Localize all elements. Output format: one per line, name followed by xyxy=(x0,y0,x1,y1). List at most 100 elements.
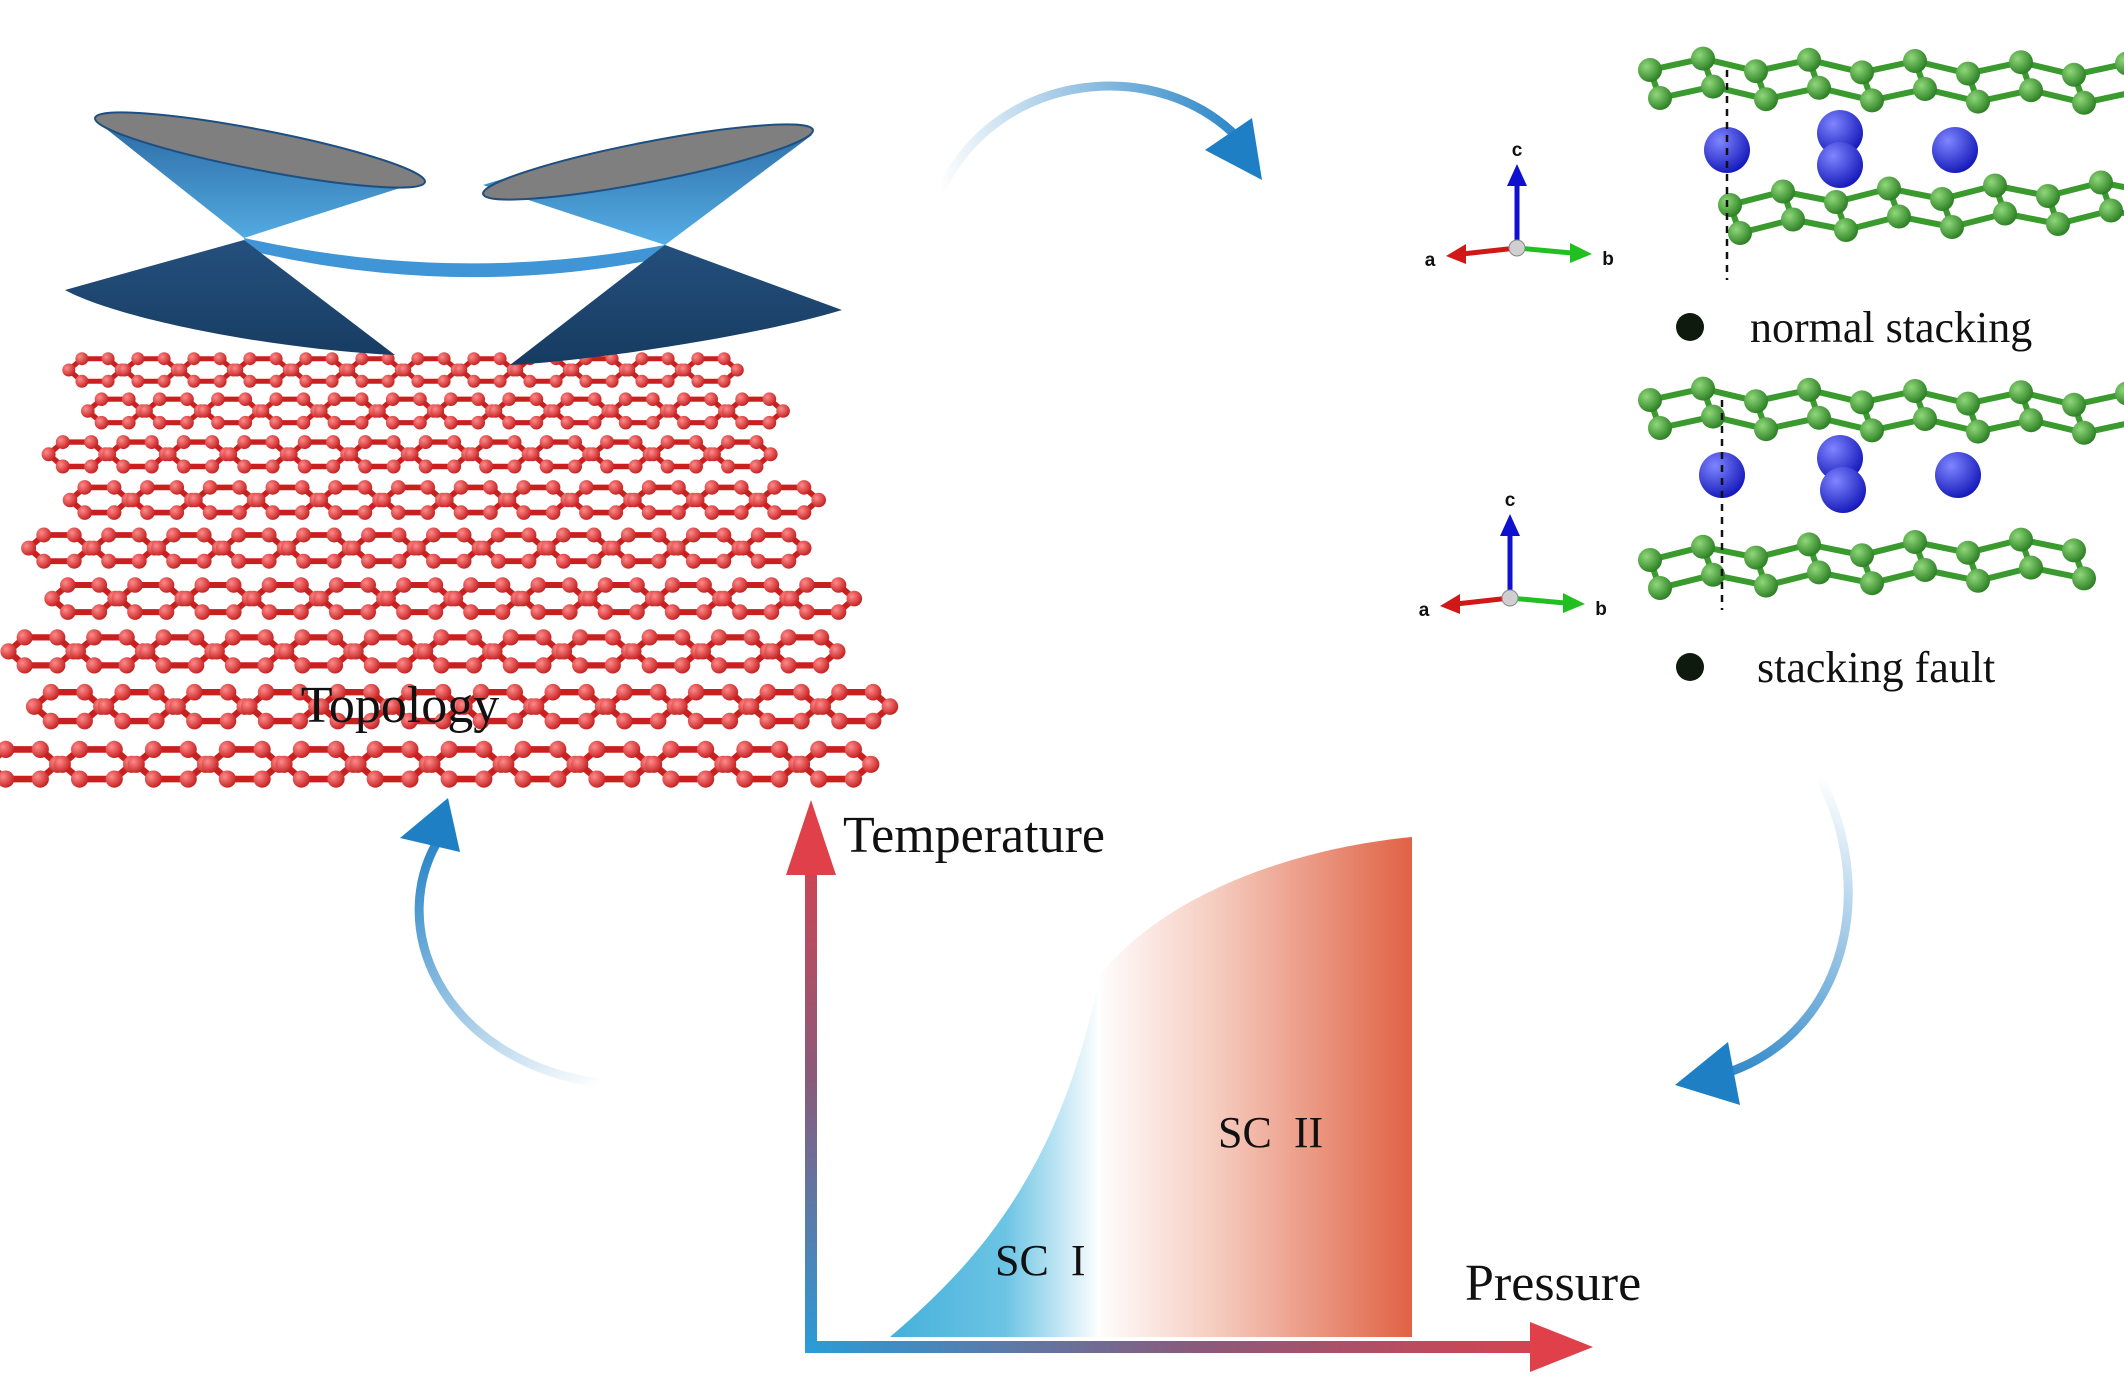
lattice-atom xyxy=(327,415,342,430)
lattice-atom xyxy=(280,540,296,556)
lattice-atom xyxy=(494,577,511,593)
intercalant-atom xyxy=(1935,452,1981,498)
lattice-atom xyxy=(342,363,356,377)
lattice-atom xyxy=(401,683,418,701)
lattice-atom xyxy=(55,435,70,450)
lattice-atom xyxy=(105,740,123,759)
crystal-axes-fault: c a b xyxy=(1419,490,1607,621)
c-axis-label: c xyxy=(1505,490,1516,511)
lattice-atom xyxy=(363,712,380,730)
layer-atom xyxy=(1781,207,1805,232)
lattice-atom xyxy=(328,604,345,620)
lattice-atom xyxy=(413,415,427,430)
lattice-atom xyxy=(721,435,736,450)
lattice-atom xyxy=(447,459,462,474)
lattice-atom xyxy=(118,629,135,646)
lattice-atom xyxy=(664,604,681,620)
lattice-atom xyxy=(243,352,257,366)
lattice-atom xyxy=(84,435,99,450)
lattice-atom xyxy=(717,374,731,388)
layer-atom xyxy=(1701,74,1725,99)
lattice-atom xyxy=(396,629,413,646)
lattice-atom xyxy=(586,553,602,569)
lattice-atom xyxy=(687,683,705,701)
lattice-atom xyxy=(325,374,339,388)
layer-atom xyxy=(1860,571,1884,596)
lattice-atom xyxy=(140,480,155,495)
arrow-left-head xyxy=(400,798,460,852)
lattice-atom xyxy=(475,770,493,788)
lattice-atom xyxy=(401,712,418,730)
left-lower-cone xyxy=(65,240,395,355)
layer-atom xyxy=(1744,545,1768,570)
layer-atom xyxy=(2036,184,2060,208)
lattice-atom xyxy=(385,392,400,407)
arrow-left-shaft xyxy=(414,825,603,1088)
lattice-atom xyxy=(328,505,343,520)
lattice-atom xyxy=(662,740,680,759)
lattice-atom xyxy=(535,657,552,674)
lattice-atom xyxy=(118,363,132,377)
lattice-atom xyxy=(328,480,343,495)
lattice-atom xyxy=(391,527,407,543)
lattice-atom xyxy=(488,404,503,418)
arrow-top-shaft xyxy=(937,81,1245,193)
lattice-atom xyxy=(131,352,145,366)
lattice-atom xyxy=(535,629,552,646)
lattice-atom xyxy=(224,629,242,646)
sc1-region xyxy=(890,975,1100,1337)
lattice-atom xyxy=(245,590,262,607)
lattice-atom xyxy=(529,392,544,407)
lattice-atom xyxy=(53,755,71,773)
layer-atom xyxy=(1903,379,1927,403)
lattice-atom xyxy=(831,683,848,701)
lattice-atom xyxy=(152,392,167,407)
lattice-atom xyxy=(749,435,764,450)
lattice-atom xyxy=(25,698,43,715)
lattice-atom xyxy=(269,352,283,366)
layer-atom xyxy=(1701,562,1725,587)
lattice-atom xyxy=(66,553,82,569)
lattice-atom xyxy=(456,698,473,715)
lattice-atom xyxy=(16,629,33,646)
lattice-atom xyxy=(717,352,731,366)
lattice-atom xyxy=(42,683,60,701)
lattice-atom xyxy=(622,363,636,377)
lattice-atom xyxy=(420,480,436,495)
lattice-atom xyxy=(427,577,444,593)
sc2-label: SC II xyxy=(1218,1108,1323,1157)
lattice-atom xyxy=(674,629,691,646)
lattice-atom xyxy=(265,435,280,450)
right-cone-cap xyxy=(482,123,814,201)
lattice-atom xyxy=(635,352,649,366)
lattice-atom xyxy=(62,363,76,377)
lattice-atom xyxy=(627,492,642,508)
lattice-atom xyxy=(69,643,86,660)
layer-atom xyxy=(1718,193,1742,217)
lattice-atom xyxy=(411,374,425,388)
lattice-atom xyxy=(556,553,571,569)
lattice-atom xyxy=(360,577,377,593)
lattice-atom xyxy=(202,505,218,520)
lattice-atom xyxy=(55,459,70,474)
lattice-atom xyxy=(355,352,369,366)
lattice-atom xyxy=(465,629,482,646)
lattice-atom xyxy=(417,643,434,660)
lattice-atom xyxy=(454,363,468,377)
sc1-label: SC I xyxy=(995,1236,1085,1285)
lattice-atom xyxy=(479,459,494,474)
lattice-atom xyxy=(31,770,49,788)
layer-atom xyxy=(2062,392,2086,417)
layer-atom xyxy=(1744,59,1768,84)
layer-atom xyxy=(1754,573,1778,598)
lattice-atom xyxy=(418,435,433,450)
lattice-atom xyxy=(86,540,101,556)
lattice-atom xyxy=(743,629,760,646)
lattice-atom xyxy=(491,553,506,569)
layer-atom xyxy=(1638,548,1662,572)
lattice-atom xyxy=(231,527,247,543)
lattice-atom xyxy=(483,480,498,495)
lattice-atom xyxy=(608,505,624,520)
lattice-atom xyxy=(296,415,311,430)
lattice-atom xyxy=(250,492,266,508)
